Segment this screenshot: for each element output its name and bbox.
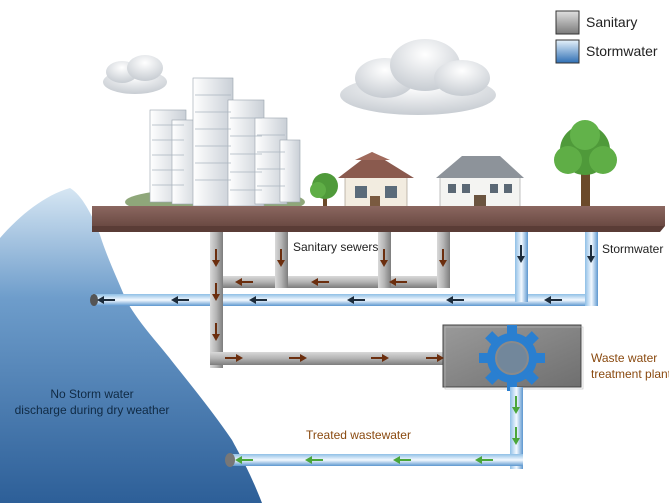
treated-flow-arrow-left — [305, 456, 323, 464]
sanitary-flow-arrow-down — [380, 249, 388, 267]
treated-flow-arrow-left — [235, 456, 253, 464]
plant-label-line2: treatment plant — [591, 367, 669, 381]
legend-stormwater-swatch — [555, 39, 580, 64]
tree-icon — [554, 120, 617, 214]
gear-icon — [479, 325, 545, 391]
storm-drop-pipe — [585, 232, 598, 306]
legend-sanitary-swatch — [555, 10, 580, 35]
storm-flow-arrow-down — [517, 245, 525, 263]
water-body — [0, 188, 262, 503]
legend-sanitary-label: Sanitary — [586, 14, 638, 30]
treated-flow-arrow-down — [512, 427, 520, 445]
storm-flow-arrow-left — [446, 296, 464, 304]
water-label-line2: discharge during dry weather — [14, 403, 170, 417]
sanitary-flow-arrow-down — [212, 323, 220, 341]
treated-outlet-pipe — [228, 454, 523, 466]
legend-stormwater-label: Stormwater — [586, 43, 658, 59]
storm-flow-arrow-down — [587, 245, 595, 263]
mansion-icon — [436, 156, 524, 213]
cloud-icon — [340, 39, 496, 115]
plant-label-line1: Waste water — [591, 351, 658, 365]
cloud-icon — [103, 55, 167, 94]
sanitary-flow-arrow-left — [389, 278, 407, 286]
storm-main-outlet — [90, 294, 98, 306]
sanitary-flow-arrow-right — [225, 354, 243, 362]
treated-outlet — [225, 453, 235, 467]
sanitary-flow-arrow-down — [439, 249, 447, 267]
storm-flow-arrow-left — [97, 296, 115, 304]
storm-flow-arrow-left — [544, 296, 562, 304]
treated-flow-arrow-left — [393, 456, 411, 464]
house-icon — [338, 152, 414, 213]
sanitary-plant-pipe — [210, 352, 446, 365]
treated-flow-arrow-left — [475, 456, 493, 464]
sanitary-flow-arrow-down — [212, 249, 220, 267]
storm-flow-arrow-left — [347, 296, 365, 304]
water-label-line1: No Storm water — [50, 387, 134, 401]
treated-wastewater-label: Treated wastewater — [306, 428, 411, 442]
sanitary-flow-arrow-down — [277, 249, 285, 267]
sanitary-sewers-label: Sanitary sewers — [293, 240, 379, 254]
storm-drop-pipe — [515, 232, 528, 302]
sanitary-flow-arrow-left — [235, 278, 253, 286]
treated-flow-arrow-down — [512, 396, 520, 414]
ground-slab — [92, 206, 665, 232]
sanitary-flow-arrow-right — [289, 354, 307, 362]
city-buildings-icon — [125, 77, 305, 216]
sanitary-flow-arrow-left — [311, 278, 329, 286]
storm-flow-arrow-left — [171, 296, 189, 304]
sanitary-flow-arrow-down — [212, 283, 220, 301]
sanitary-flow-arrow-right — [371, 354, 389, 362]
storm-flow-arrow-left — [249, 296, 267, 304]
stormwater-label: Stormwater — [602, 242, 664, 256]
flow-arrows — [97, 245, 595, 464]
tree-icon — [310, 173, 338, 213]
sanitary-flow-arrow-right — [426, 354, 444, 362]
